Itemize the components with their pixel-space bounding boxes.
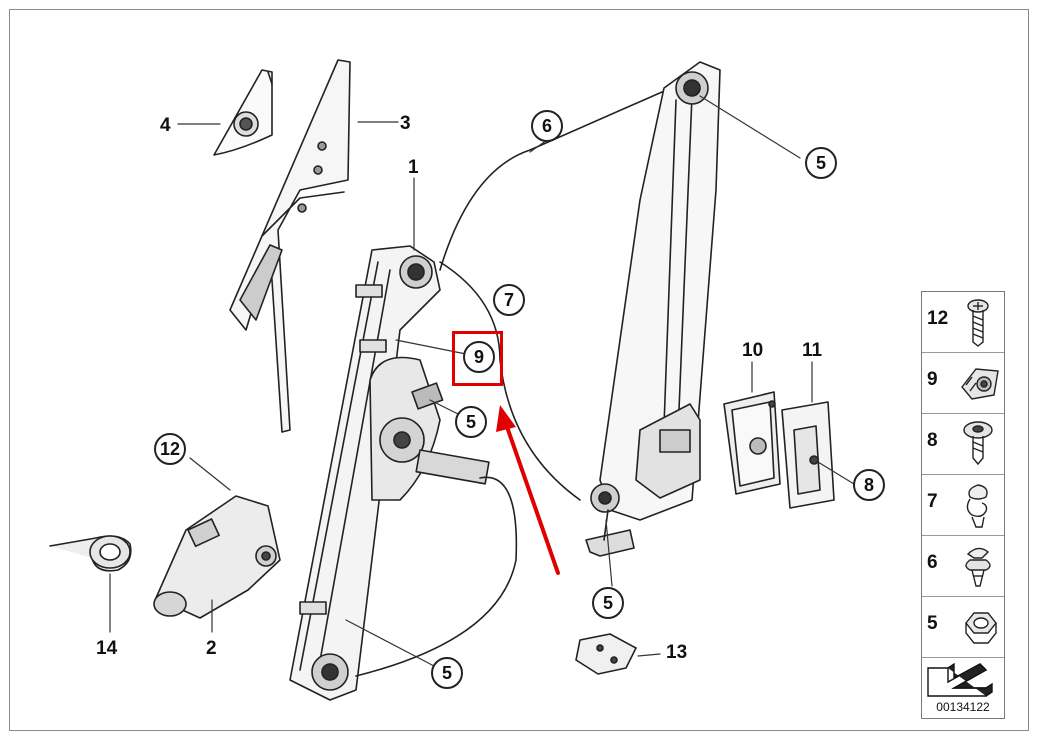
callout-5-top: 5 [805,147,837,179]
part-regulator-rail [289,245,490,701]
highlight-box-9 [452,331,503,386]
label-part-1: 1 [408,157,419,178]
small-parts-legend: 12 9 8 [921,291,1005,719]
clip-nut-icon [961,368,999,400]
legend-num: 6 [927,552,938,573]
callout-7: 7 [493,284,525,316]
label-part-13: 13 [666,642,688,663]
cable-clip-icon [966,484,988,528]
callout-12: 12 [154,433,186,465]
legend-num: 8 [927,430,938,451]
legend-num: 5 [927,613,938,634]
legend-num: 7 [927,491,938,512]
label-part-11: 11 [802,340,823,361]
legend-num: 9 [927,369,938,390]
part-motor [153,495,281,619]
part-right-rail [585,61,721,557]
part-pad-11 [781,401,835,509]
expanding-rivet-icon [965,547,991,587]
legend-item-arrow [922,658,1004,718]
callout-8: 8 [853,469,885,501]
part-mirror-triangle [213,69,273,156]
legend-num: 12 [927,308,949,329]
part-plate-10 [723,391,781,495]
hex-nut-icon [965,612,997,644]
legend-item-8: 8 [922,414,1004,475]
label-part-3: 3 [400,113,411,134]
red-pointer-arrow [496,405,560,575]
label-part-14: 14 [96,638,118,659]
label-part-2: 2 [206,638,217,659]
legend-item-12: 12 [922,292,1004,353]
legend-item-9: 9 [922,353,1004,414]
callout-6: 6 [531,110,563,142]
legend-item-7: 7 [922,475,1004,536]
label-part-10: 10 [742,340,764,361]
legend-item-5: 5 [922,597,1004,658]
label-part-4: 4 [160,115,171,136]
part-tape-roll [49,535,132,572]
part-triangle-seal [229,59,351,433]
callout-9: 9 [463,341,495,373]
screw-icon [967,299,989,347]
legend-item-6: 6 [922,536,1004,597]
part-bracket-13 [575,633,637,675]
document-number: 00134122 [936,700,990,714]
diagram-frame [9,9,1029,731]
callout-5-mid: 5 [455,406,487,438]
callout-5-bottom: 5 [592,587,624,619]
bolt-icon [963,421,993,466]
wedge-arrow-icon [927,662,993,697]
callout-5-lower-center: 5 [431,657,463,689]
